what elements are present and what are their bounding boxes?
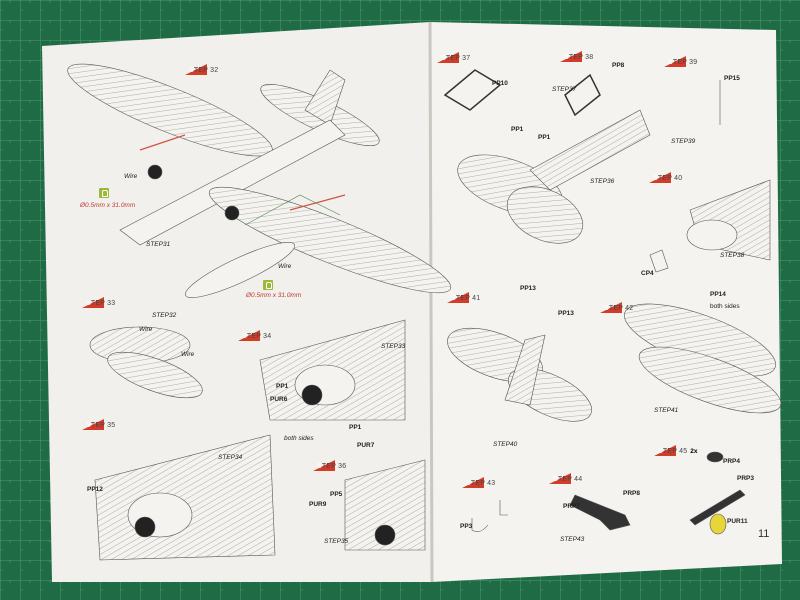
step-ref-label: STEP39	[671, 138, 696, 145]
part-label: PP13	[558, 310, 574, 317]
step-label: STEP 43	[466, 479, 496, 487]
part-label: PP13	[520, 285, 536, 292]
part-label: PP1	[349, 424, 362, 431]
part-label: PRP7	[563, 503, 580, 510]
step-ref-label: STEP37	[552, 86, 577, 93]
step-35-badge: STEP 35	[82, 419, 115, 431]
step-ref-label: STEP43	[560, 536, 585, 543]
step-label: STEP 33	[86, 299, 116, 307]
step-label: STEP 36	[317, 462, 347, 470]
step-32-badge: STEP 32	[185, 64, 218, 76]
step-36-badge: STEP 36	[313, 460, 346, 472]
step-ref-label: STEP32	[152, 312, 177, 319]
spine	[428, 21, 434, 583]
step-38-badge: STEP 38	[560, 51, 593, 63]
part-label: PP1	[276, 383, 289, 390]
wire-label: Wire	[181, 351, 195, 358]
step33-drawing	[89, 326, 203, 399]
step-ref-label: STEP38	[720, 252, 745, 259]
wire-icon	[263, 280, 273, 290]
part-label: PP1	[538, 134, 551, 141]
step-ref-label: STEP34	[218, 454, 243, 461]
step-label: STEP 41	[451, 294, 481, 302]
step-ref-label: STEP31	[146, 241, 171, 248]
left-page	[42, 22, 432, 582]
step35-drawing	[94, 434, 276, 561]
part-label: PRP8	[623, 490, 640, 497]
step-label: STEP 38	[564, 53, 594, 61]
part-label: PUR6	[270, 396, 288, 403]
part-label: PP12	[87, 486, 103, 493]
part-label: PP5	[330, 491, 343, 498]
note-label: both sides	[284, 435, 314, 442]
step-ref-label: STEP41	[654, 407, 679, 414]
wire-icon	[99, 188, 109, 198]
step-39-badge: STEP 39	[664, 56, 697, 68]
step-label: STEP 34	[242, 332, 272, 340]
step34-drawing	[259, 319, 406, 421]
part-label: PP14	[710, 291, 726, 298]
part-label: PP1	[511, 126, 524, 133]
part-label: PUR9	[309, 501, 327, 508]
part-label: PUR7	[357, 442, 375, 449]
page-number: 11	[758, 528, 770, 540]
step-label: STEP 37	[441, 54, 471, 62]
step-label: STEP 44	[553, 475, 583, 483]
step-40-badge: STEP 40	[649, 172, 682, 184]
wire-size-label: Ø0.5mm x 31.0mm	[246, 292, 302, 299]
step-37-badge: STEP 37	[437, 52, 470, 64]
part-label: CP4	[641, 270, 654, 277]
step-ref-label: STEP33	[381, 343, 406, 350]
step-label: STEP 39	[668, 58, 698, 66]
step-ref-label: STEP36	[590, 178, 615, 185]
quantity-label: 2x	[690, 447, 698, 455]
step32-drawing	[67, 63, 452, 298]
part-label: PP8	[612, 62, 625, 69]
part-label: PRP4	[723, 458, 740, 465]
wire-label: Wire	[278, 263, 292, 270]
part-label: PP10	[492, 80, 508, 87]
step-label: STEP 40	[653, 174, 683, 182]
step-ref-label: STEP40	[493, 441, 518, 448]
step-label: STEP 35	[86, 421, 116, 429]
right-drawings	[443, 69, 782, 535]
step-label: STEP 42	[604, 304, 634, 312]
part-label: PRP3	[737, 475, 754, 482]
wire-label: Wire	[139, 326, 153, 333]
step-44-badge: STEP 44	[549, 473, 582, 485]
step-42-badge: STEP 42	[600, 302, 633, 314]
step-43-badge: STEP 43	[462, 477, 495, 489]
step-41-badge: STEP 41	[447, 292, 480, 304]
wire-label: Wire	[124, 173, 138, 180]
part-label: PUR11	[727, 518, 748, 525]
part-label: PP15	[724, 75, 740, 82]
step-label: STEP 32	[189, 66, 219, 74]
step-label: STEP 45	[658, 447, 688, 455]
wire-size-label: Ø0.5mm x 31.0mm	[80, 202, 136, 209]
step-ref-label: STEP35	[324, 538, 349, 545]
step36-drawing	[344, 459, 426, 551]
part-label: PP3	[460, 523, 473, 530]
step-34-badge: STEP 34	[238, 330, 271, 342]
step-33-badge: STEP 33	[82, 297, 115, 309]
note-label: both sides	[710, 303, 740, 310]
